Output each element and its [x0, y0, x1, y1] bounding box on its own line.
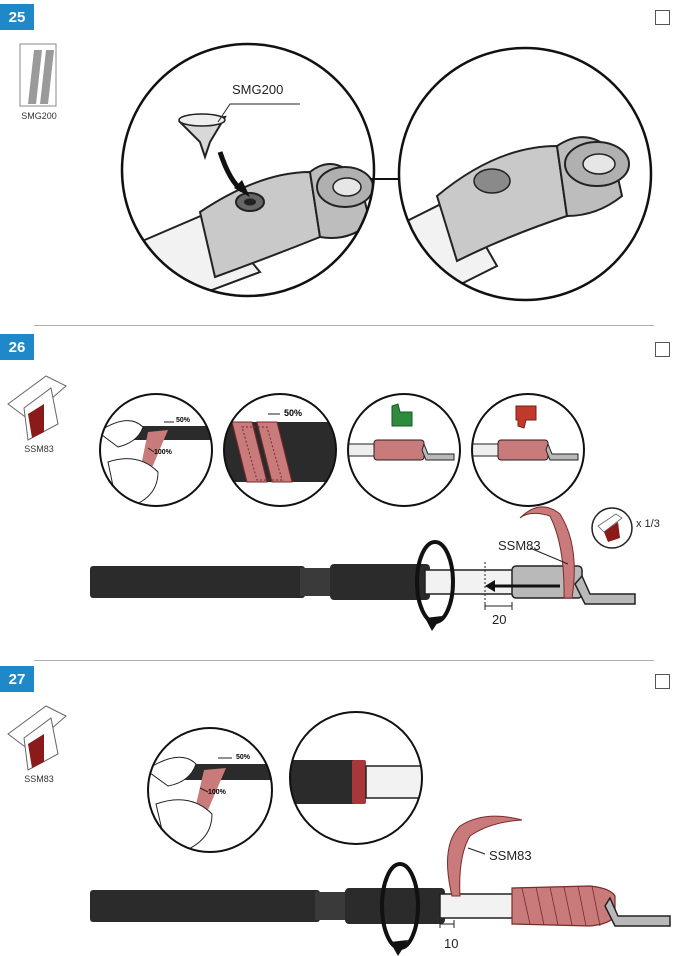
step-checkbox[interactable] [655, 674, 670, 689]
correct-wrap-detail [346, 392, 464, 510]
step-number-badge: 26 [0, 334, 34, 360]
step-number-badge: 25 [0, 4, 34, 30]
connector-line [370, 178, 400, 180]
overlap-zoom-label: 50% [284, 408, 302, 418]
step-25: 25 SMG200 [0, 0, 678, 325]
overlap-zoom-detail: 50% [222, 392, 340, 510]
step-divider [34, 660, 654, 661]
step-checkbox[interactable] [655, 10, 670, 25]
overlap-label: 50% [176, 417, 191, 424]
callout-ssm83: SSM83 [489, 848, 532, 863]
callout-smg200: SMG200 [232, 82, 283, 97]
dimension-20: 20 [492, 612, 506, 627]
incorrect-wrap-detail [470, 392, 588, 510]
wrap-technique-detail: 50% 100% [98, 392, 216, 510]
ssm83-product-icon [6, 704, 66, 774]
stretch-label: 100% [154, 449, 173, 456]
product-code-label: SSM83 [14, 774, 64, 784]
stretch-label: 100% [208, 789, 227, 796]
step-divider [34, 325, 654, 326]
step-27: 27 SSM83 50% 100% [0, 666, 678, 956]
product-code-label: SSM83 [14, 444, 64, 454]
smg200-product-icon [14, 40, 64, 110]
overlap-label: 50% [236, 754, 251, 761]
cable-wrap-assembly [90, 816, 678, 926]
cable-wrap-assembly [90, 506, 650, 626]
callout-ssm83: SSM83 [498, 538, 541, 553]
ssm83-product-icon [6, 374, 66, 444]
step-number-badge: 27 [0, 666, 34, 692]
product-code-label: SMG200 [14, 111, 64, 121]
apply-sealant-detail [120, 42, 380, 302]
step-26: 26 SSM83 50% 100% [0, 334, 678, 654]
sealant-result-detail [397, 46, 657, 306]
step-checkbox[interactable] [655, 342, 670, 357]
dimension-10: 10 [444, 936, 458, 951]
